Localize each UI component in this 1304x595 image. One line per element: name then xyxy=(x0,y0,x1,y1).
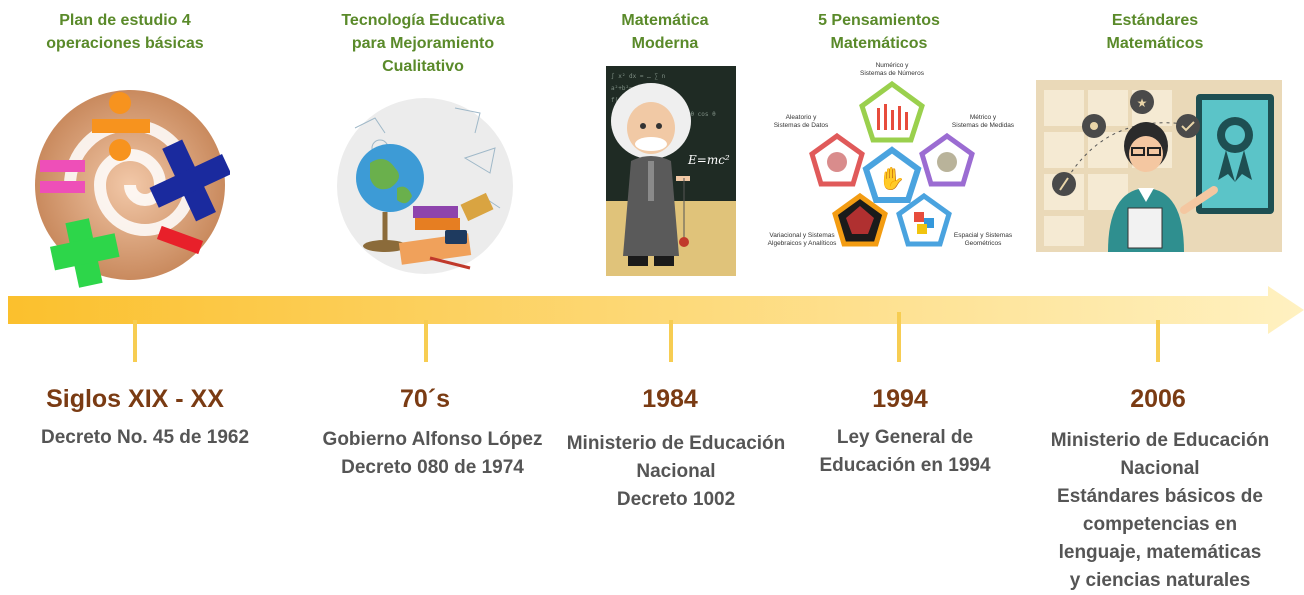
timeline-arrow xyxy=(8,286,1304,334)
diagram-label-right: Métrico y Sistemas de Medidas xyxy=(951,114,1015,129)
milestone-1-year: Siglos XIX - XX xyxy=(46,385,224,413)
timeline-tick-5 xyxy=(1156,320,1160,362)
einstein-blackboard-image: ∫ x² dx = … ∑ n a²+b²=c² π r² f(x)=ax+b … xyxy=(606,66,736,276)
svg-text:✋: ✋ xyxy=(878,166,905,191)
diagram-label-left: Aleatorio y Sistemas de Datos xyxy=(773,114,829,129)
teacher-badge-icon: ★ xyxy=(1036,80,1282,252)
milestone-3-year: 1984 xyxy=(642,385,698,413)
milestone-2-description: Gobierno Alfonso López Decreto 080 de 19… xyxy=(322,429,543,478)
milestone-5-description: Ministerio de Educación Nacional Estánda… xyxy=(1050,430,1270,591)
milestone-5-year: 2006 xyxy=(1130,385,1186,413)
milestone-1-title: Plan de estudio 4 operaciones básicas xyxy=(46,12,204,52)
milestone-4-year: 1994 xyxy=(872,385,928,413)
svg-text:sin θ cos θ: sin θ cos θ xyxy=(676,111,716,118)
diagram-label-top: Numérico y Sistemas de Números xyxy=(860,62,924,77)
svg-text:∫ x² dx = … ∑ n: ∫ x² dx = … ∑ n xyxy=(611,72,666,80)
milestone-1-description: Decreto No. 45 de 1962 xyxy=(40,427,250,448)
diagram-label-bottom-right: Espacial y Sistemas Geométricos xyxy=(953,232,1013,247)
milestone-2-year: 70´s xyxy=(399,385,451,413)
milestone-4-title: 5 Pensamientos Matemáticos xyxy=(818,12,940,52)
milestone-4-description: Ley General de Educación en 1994 xyxy=(819,427,991,476)
milestone-5-title: Estándares Matemáticos xyxy=(1106,12,1204,52)
timeline-tick-2 xyxy=(424,320,428,362)
globe-books-icon xyxy=(337,98,513,274)
svg-text:★: ★ xyxy=(1137,96,1148,110)
svg-text:E=mc²: E=mc² xyxy=(687,153,730,167)
math-operations-icon xyxy=(35,90,230,288)
timeline-tick-4 xyxy=(897,312,901,362)
five-pentagons-diagram: ✋ xyxy=(809,80,975,247)
timeline-tick-3 xyxy=(669,320,673,362)
milestone-3-description: Ministerio de Educación Nacional Decreto… xyxy=(566,433,786,510)
timeline-tick-1 xyxy=(133,320,137,362)
diagram-label-bottom-left: Variacional y Sistemas Algebraicos y Ana… xyxy=(767,232,837,247)
milestone-2-title: Tecnología Educativa para Mejoramiento C… xyxy=(341,12,505,75)
milestone-3-title: Matemática Moderna xyxy=(621,12,709,52)
